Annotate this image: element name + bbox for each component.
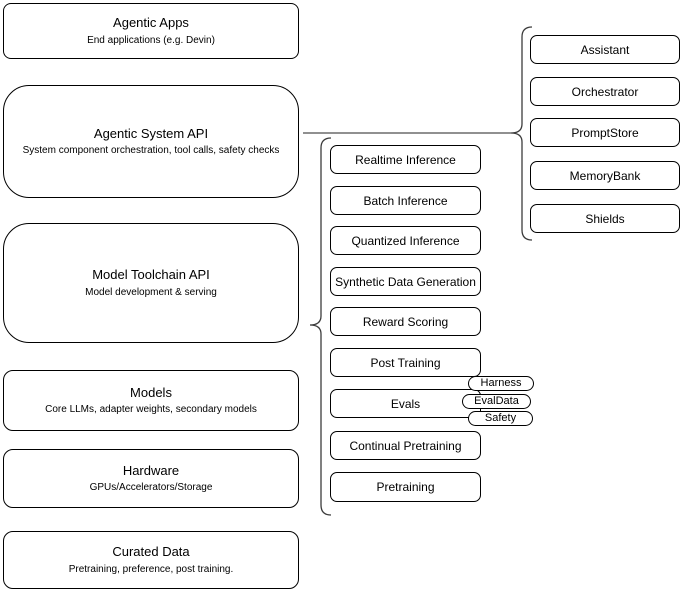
layer-curated-data: Curated Data Pretraining, preference, po…: [3, 531, 299, 589]
capability-pretraining: Pretraining: [330, 472, 481, 502]
component-promptstore: PromptStore: [530, 118, 680, 147]
layer-subtitle: Model development & serving: [85, 286, 217, 298]
layer-subtitle: System component orchestration, tool cal…: [22, 145, 280, 157]
layer-title: Agentic System API: [93, 125, 209, 141]
capability-quantized-inference: Quantized Inference: [330, 226, 481, 255]
layer-agentic-system-api: Agentic System API System component orch…: [3, 85, 299, 198]
layer-title: Hardware: [122, 462, 180, 478]
capability-reward-scoring: Reward Scoring: [330, 307, 481, 336]
component-orchestrator: Orchestrator: [530, 77, 680, 106]
eval-tag-safety: Safety: [468, 411, 533, 426]
layer-title: Model Toolchain API: [92, 267, 210, 283]
layer-title: Models: [130, 384, 172, 400]
layer-subtitle: Core LLMs, adapter weights, secondary mo…: [45, 404, 257, 416]
layer-hardware: Hardware GPUs/Accelerators/Storage: [3, 449, 299, 508]
component-memorybank: MemoryBank: [530, 161, 680, 190]
eval-tag-harness: Harness: [468, 376, 534, 391]
toolchain-brace-connector: [309, 137, 332, 516]
component-assistant: Assistant: [530, 35, 680, 64]
eval-tag-evaldata: EvalData: [462, 394, 531, 409]
layer-subtitle: GPUs/Accelerators/Storage: [89, 482, 213, 494]
layer-model-toolchain-api: Model Toolchain API Model development & …: [3, 223, 299, 343]
capability-post-training: Post Training: [330, 348, 481, 377]
layer-title: Curated Data: [112, 544, 190, 560]
layer-models: Models Core LLMs, adapter weights, secon…: [3, 370, 299, 431]
capability-evals: Evals: [330, 389, 481, 418]
layer-agentic-apps: Agentic Apps End applications (e.g. Devi…: [3, 3, 299, 59]
component-shields: Shields: [530, 204, 680, 233]
capability-continual-pretraining: Continual Pretraining: [330, 431, 481, 460]
layer-title: Agentic Apps: [113, 15, 189, 31]
capability-batch-inference: Batch Inference: [330, 186, 481, 215]
layer-subtitle: End applications (e.g. Devin): [87, 34, 215, 46]
layer-subtitle: Pretraining, preference, post training.: [68, 563, 234, 575]
capability-realtime-inference: Realtime Inference: [330, 145, 481, 174]
system-components-brace-connector: [510, 26, 533, 241]
capability-synthetic-data-generation: Synthetic Data Generation: [330, 267, 481, 296]
